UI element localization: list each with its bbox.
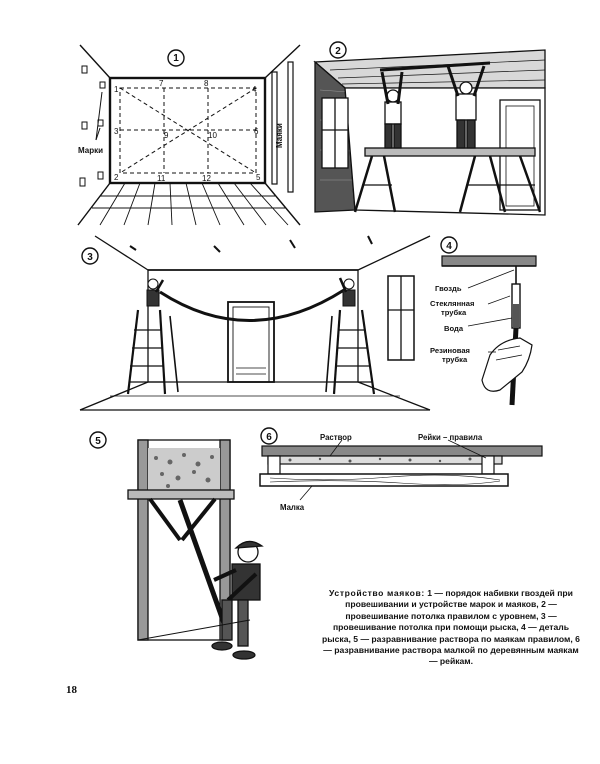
panel-2-labels: 2 [329, 41, 347, 59]
panel-2-scaffold-scene [313, 49, 546, 216]
label-nail: Гвоздь [435, 284, 462, 293]
label-float: Малка [280, 503, 305, 512]
panel-6-cross-section [259, 439, 543, 501]
panel-6-labels: 6 Раствор Рейки – правила Малка [260, 427, 483, 512]
marker-9: 9 [164, 131, 169, 140]
marker-12: 12 [202, 174, 211, 183]
marker-5: 5 [256, 173, 261, 182]
label-water: Вода [444, 324, 464, 333]
panel-1-number-circle [167, 49, 185, 67]
marker-4: 4 [252, 85, 257, 94]
marker-7: 7 [159, 79, 164, 88]
label-glass-tube-2: трубка [441, 308, 467, 317]
figure-caption: Устройство маяков: 1 — порядок набивки г… [318, 588, 584, 668]
panel-3-room-with-ladders [79, 235, 431, 411]
label-marks: Марки [78, 146, 103, 155]
panel-5-number-circle [89, 431, 107, 449]
panel-3-number-circle [81, 247, 99, 265]
panel-6-number-circle [260, 427, 278, 445]
panel-5-leveling-scene [127, 439, 264, 660]
page-number: 18 [66, 684, 77, 696]
panel-5-labels: 5 [89, 431, 107, 449]
panel-1-labels: 1 7 8 1 4 3 6 9 10 2 5 11 12 Марки Маяки [78, 49, 284, 183]
label-beacons: Маяки [275, 123, 284, 148]
marker-10: 10 [208, 131, 217, 140]
label-rubber-tube-1: Резиновая [430, 346, 470, 355]
panel-1-room-diagram [77, 44, 301, 226]
panel-4-number: 4 [446, 241, 452, 252]
marker-11: 11 [157, 174, 166, 183]
panel-1-number: 1 [173, 53, 179, 64]
panel-2-number-circle [329, 41, 347, 59]
panel-5-number: 5 [95, 436, 101, 447]
marker-1: 1 [114, 85, 119, 94]
label-rails: Рейки – правила [418, 433, 483, 442]
panel-6-number: 6 [266, 432, 272, 443]
panel-3-number: 3 [87, 252, 93, 263]
panel-2-number: 2 [335, 46, 341, 57]
caption-lead: Устройство маяков: [329, 588, 425, 598]
label-mortar: Раствор [320, 433, 352, 442]
panel-4-labels: 4 Гвоздь Стеклянная трубка Вода Резинова… [430, 236, 474, 364]
panel-4-hose-detail [441, 255, 537, 406]
marker-3: 3 [114, 127, 119, 136]
panel-3-labels: 3 [81, 247, 99, 265]
label-rubber-tube-2: трубка [442, 355, 468, 364]
label-glass-tube-1: Стеклянная [430, 299, 474, 308]
marker-6: 6 [254, 127, 259, 136]
caption-text: 1 — порядок набивки гвоздей при провешив… [322, 588, 580, 667]
panel-4-number-circle [440, 236, 458, 254]
marker-8: 8 [204, 79, 209, 88]
marker-2: 2 [114, 173, 119, 182]
